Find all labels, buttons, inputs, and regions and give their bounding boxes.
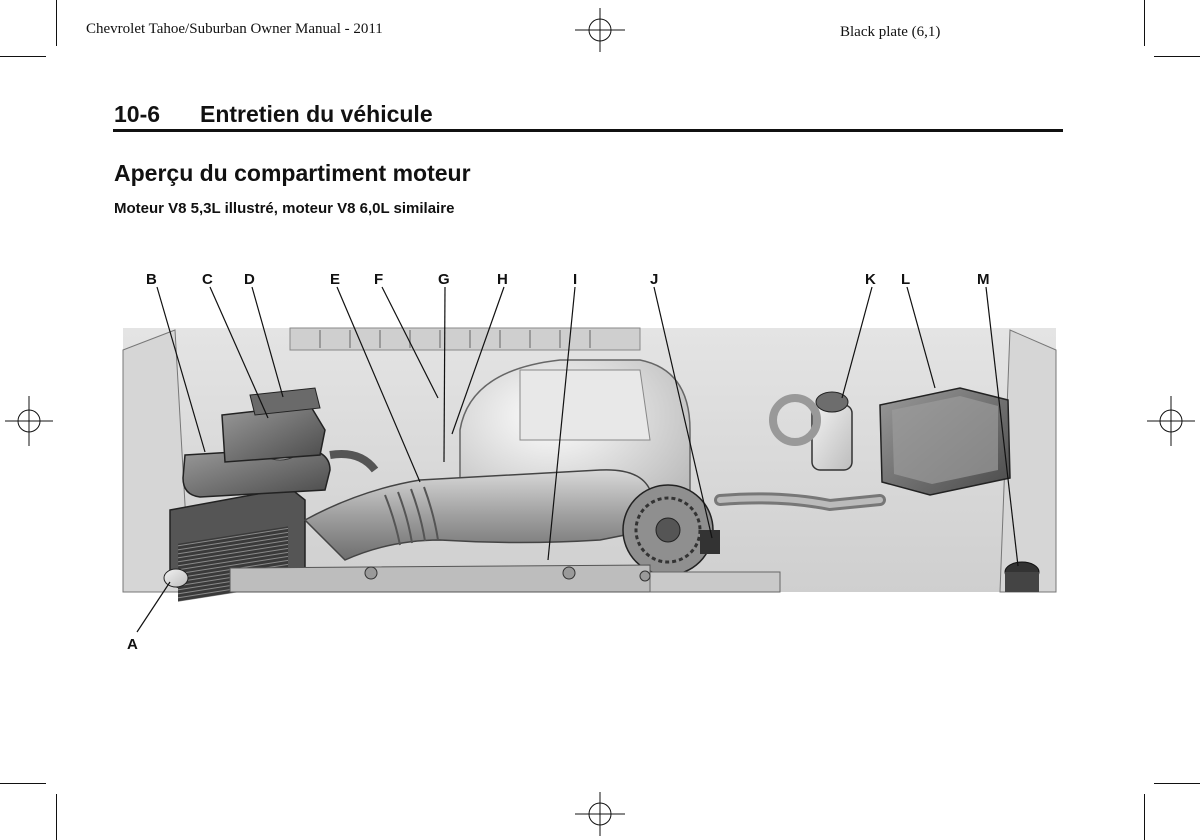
oil-fill-cap	[163, 568, 189, 588]
manual-title: Chevrolet Tahoe/Suburban Owner Manual - …	[86, 21, 383, 37]
leader-line	[156, 286, 206, 453]
registration-mark-bottom	[575, 792, 625, 836]
leader-line	[653, 286, 713, 539]
callout-label: L	[901, 271, 911, 288]
plate-label: Black plate (6,1)	[840, 24, 941, 40]
callout-label: I	[573, 271, 578, 288]
crop-mark	[56, 794, 57, 840]
section-rule	[113, 129, 1063, 132]
callout-label: C	[202, 271, 213, 288]
callout-label: F	[374, 271, 384, 288]
leader-line	[336, 286, 421, 483]
callout-label: M	[977, 271, 990, 288]
callout-label: G	[438, 271, 450, 288]
registration-mark-top	[575, 8, 625, 52]
leader-line	[906, 286, 936, 389]
leader-line	[251, 286, 284, 398]
callout-label: K	[865, 271, 876, 288]
callout-label: J	[650, 271, 659, 288]
leader-line	[136, 581, 171, 633]
crop-mark	[0, 783, 46, 784]
leader-line	[381, 286, 439, 399]
registration-mark-right	[1147, 396, 1195, 446]
crop-mark	[56, 0, 57, 46]
callout-label: E	[330, 271, 341, 288]
registration-mark-left	[5, 396, 53, 446]
section-number: 10-6	[114, 101, 161, 127]
leader-line	[547, 286, 576, 561]
crop-mark	[1154, 783, 1200, 784]
leader-line	[209, 286, 269, 419]
leader-line	[443, 286, 446, 463]
callout-label: B	[146, 271, 157, 288]
leader-line	[985, 286, 1019, 567]
crop-mark	[0, 56, 46, 57]
callout-label: A	[127, 636, 138, 653]
leader-line	[841, 286, 873, 399]
page-heading: Aperçu du compartiment moteur	[114, 160, 471, 186]
section-title: Entretien du véhicule	[200, 101, 433, 127]
callout-label: H	[497, 271, 508, 288]
crop-mark	[1144, 794, 1145, 840]
leader-line	[451, 286, 505, 435]
crop-mark	[1144, 0, 1145, 46]
figure-caption: Moteur V8 5,3L illustré, moteur V8 6,0L …	[114, 200, 455, 217]
crop-mark	[1154, 56, 1200, 57]
callout-label: D	[244, 271, 255, 288]
